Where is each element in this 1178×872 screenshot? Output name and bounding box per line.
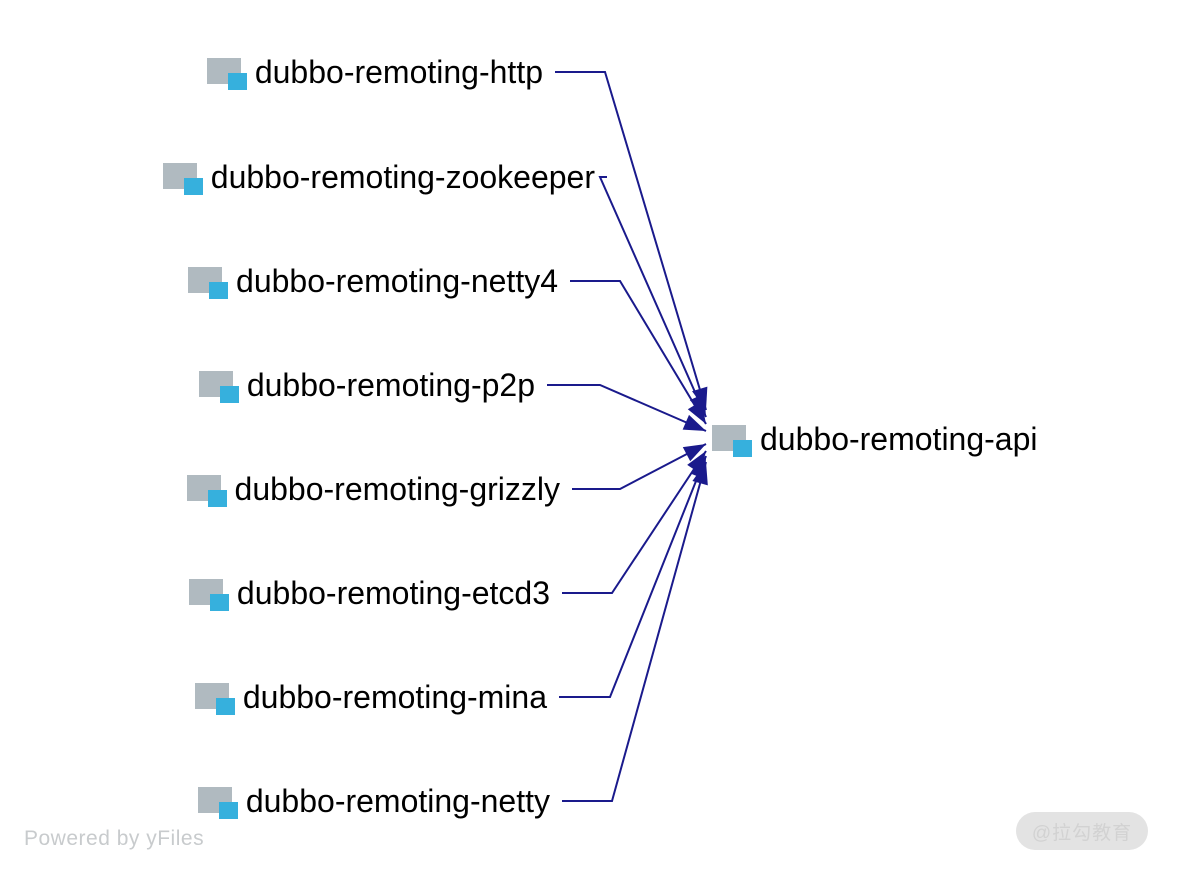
- edge-dubbo-remoting-etcd3-to-dubbo-remoting-api: [562, 450, 707, 594]
- arrowhead-dubbo-remoting-p2p: [682, 414, 706, 431]
- graph-node-dubbo-remoting-p2p[interactable]: dubbo-remoting-p2p: [0, 365, 535, 405]
- folder-icon: [186, 469, 229, 509]
- edge-dubbo-remoting-zookeeper-to-dubbo-remoting-api: [598, 176, 707, 418]
- edge-dubbo-remoting-netty-to-dubbo-remoting-api: [562, 461, 707, 802]
- edge-dubbo-remoting-p2p-to-dubbo-remoting-api: [547, 384, 707, 432]
- brand-watermark: @拉勾教育: [1016, 812, 1148, 850]
- graph-node-dubbo-remoting-http[interactable]: dubbo-remoting-http: [0, 52, 543, 92]
- arrowhead-dubbo-remoting-http: [692, 386, 708, 410]
- folder-icon: [712, 419, 754, 459]
- node-label: dubbo-remoting-mina: [242, 679, 547, 715]
- edge-dubbo-remoting-netty4-to-dubbo-remoting-api: [570, 280, 707, 425]
- graph-node-dubbo-remoting-netty4[interactable]: dubbo-remoting-netty4: [0, 261, 558, 301]
- edge-dubbo-remoting-http-to-dubbo-remoting-api: [555, 71, 707, 411]
- node-label: dubbo-remoting-zookeeper: [210, 159, 595, 195]
- arrowhead-dubbo-remoting-grizzly: [682, 444, 706, 462]
- arrowhead-dubbo-remoting-netty4: [687, 401, 706, 424]
- node-label: dubbo-remoting-netty4: [236, 263, 558, 299]
- arrowhead-dubbo-remoting-etcd3: [687, 451, 706, 474]
- arrowhead-dubbo-remoting-mina: [690, 456, 706, 480]
- graph-node-dubbo-remoting-etcd3[interactable]: dubbo-remoting-etcd3: [0, 573, 550, 613]
- folder-icon: [194, 677, 237, 717]
- folder-icon: [206, 52, 249, 92]
- yfiles-watermark: Powered by yFiles: [24, 827, 205, 850]
- arrowhead-dubbo-remoting-zookeeper: [689, 393, 706, 417]
- edge-dubbo-remoting-grizzly-to-dubbo-remoting-api: [572, 443, 707, 490]
- node-label: dubbo-remoting-netty: [245, 783, 550, 819]
- graph-node-dubbo-remoting-netty[interactable]: dubbo-remoting-netty: [0, 781, 550, 821]
- node-label: dubbo-remoting-p2p: [246, 367, 535, 403]
- folder-icon: [162, 157, 205, 197]
- node-label: dubbo-remoting-etcd3: [236, 575, 550, 611]
- edge-dubbo-remoting-mina-to-dubbo-remoting-api: [559, 455, 707, 698]
- folder-icon: [198, 365, 241, 405]
- graph-node-dubbo-remoting-grizzly[interactable]: dubbo-remoting-grizzly: [0, 469, 560, 509]
- graph-node-dubbo-remoting-mina[interactable]: dubbo-remoting-mina: [0, 677, 547, 717]
- graph-node-dubbo-remoting-zookeeper[interactable]: dubbo-remoting-zookeeper: [0, 157, 595, 197]
- folder-icon: [197, 781, 240, 821]
- node-label: dubbo-remoting-grizzly: [234, 471, 560, 507]
- brand-watermark-label: @拉勾教育: [1031, 822, 1133, 844]
- graph-node-dubbo-remoting-api[interactable]: dubbo-remoting-api: [712, 419, 1038, 459]
- node-label: dubbo-remoting-api: [760, 421, 1038, 457]
- folder-icon: [188, 261, 230, 301]
- folder-icon: [188, 573, 231, 613]
- arrowhead-dubbo-remoting-netty: [692, 462, 708, 486]
- node-label: dubbo-remoting-http: [254, 54, 543, 90]
